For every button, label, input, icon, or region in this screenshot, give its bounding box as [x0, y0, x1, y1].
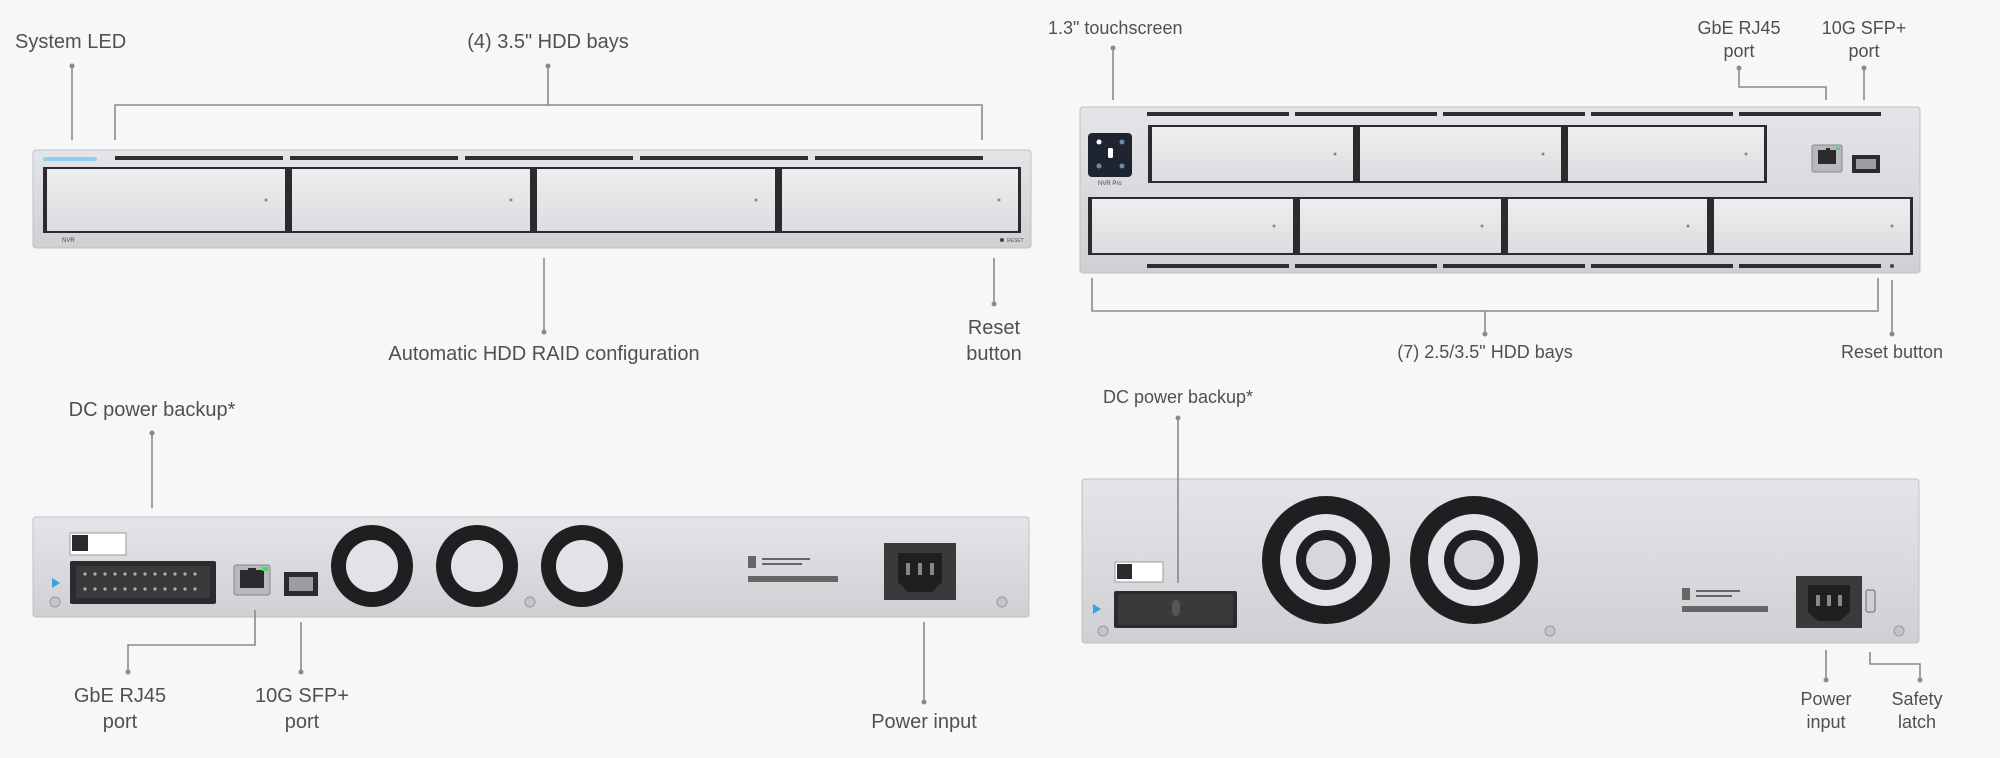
nvr-reset-pinhole: [1000, 238, 1004, 242]
nvr-back-sfp-port: [284, 572, 318, 596]
label-nvr-reset-line1: Reset: [967, 317, 1021, 339]
label-safety-latch-line2: latch: [1897, 712, 1937, 732]
label-nvr-pro-dc-power-backup: DC power backup*: [1102, 387, 1254, 407]
label-nvr-sfp-port: 10G SFP+ port: [255, 683, 349, 735]
nvr-front-bays: [43, 167, 1021, 233]
nvr-pro-logo: NVR Pro: [1098, 181, 1122, 187]
label-nvr-rj45-port: GbE RJ45 port: [74, 683, 166, 735]
label-nvr-pro-sfp-line1: 10G SFP+: [1821, 18, 1907, 38]
nvr-pro-front-unit: NVR Pro: [1079, 45, 1921, 337]
nvr-back-unit: [32, 430, 1030, 705]
label-nvr-rj45-line1: GbE RJ45: [73, 685, 167, 707]
nvr-pro-dc-power-port: [1114, 591, 1237, 628]
nvr-pro-front-leaders: [1091, 45, 1895, 337]
label-nvr-reset-line2: button: [966, 343, 1022, 365]
label-nvr-pro-power-line2: input: [1806, 712, 1846, 732]
system-led-light: [43, 157, 97, 161]
nvr-pro-top-vents: [1147, 112, 1881, 116]
nvr-pro-back-unit: [1081, 415, 1923, 683]
nvr-back-rj45-port: [233, 564, 271, 596]
nvr-pro-back-led-indicator: [1093, 604, 1101, 614]
nvr-pro-bottom-bays: [1088, 197, 1913, 255]
label-raid-configuration: Automatic HDD RAID configuration: [388, 343, 700, 365]
nvr-back-regulatory-marks: [748, 556, 838, 582]
label-nvr-hdd-bays: (4) 3.5" HDD bays: [467, 31, 629, 53]
nvr-back-chassis: [32, 516, 1030, 618]
label-nvr-power-input: Power input: [871, 711, 977, 733]
label-nvr-pro-power-line1: Power: [1800, 689, 1852, 709]
nvr-pro-back-leaders: [1175, 415, 1923, 683]
nvr-back-power-inlet: [884, 543, 956, 600]
label-nvr-pro-rj45-line1: GbE RJ45: [1697, 18, 1781, 38]
nvr-back-screw: [996, 596, 1008, 608]
label-nvr-dc-power-backup: DC power backup*: [68, 399, 236, 421]
label-touchscreen: 1.3" touchscreen: [1048, 18, 1183, 38]
nvr-pro-back-fans: [1262, 496, 1538, 624]
nvr-pro-top-bays: [1148, 125, 1767, 183]
nvr-pro-front-ports: [1811, 144, 1880, 173]
label-nvr-pro-sfp-port: 10G SFP+ port: [1822, 17, 1907, 63]
label-nvr-reset-button: Reset button: [966, 315, 1022, 367]
label-nvr-sfp-line2: port: [284, 711, 320, 733]
label-safety-latch: Safety latch: [1891, 688, 1942, 734]
label-nvr-pro-reset-button: Reset button: [1840, 342, 1944, 362]
nvr-pro-back-regulatory-marks: [1682, 588, 1768, 612]
nvr-front-leaders: [69, 63, 997, 335]
label-nvr-pro-rj45-port: GbE RJ45 port: [1697, 17, 1780, 63]
safety-latch-part: [1865, 589, 1876, 613]
label-nvr-pro-sfp-line2: port: [1848, 41, 1880, 61]
nvr-pro-reset-pinhole: [1890, 264, 1894, 268]
nvr-back-led-indicator: [52, 578, 60, 588]
nvr-front-reset-text: RESET: [1007, 238, 1024, 244]
nvr-front-unit: NVR RESET: [32, 63, 1032, 335]
nvr-back-leaders: [125, 430, 927, 705]
label-nvr-pro-rj45-line2: port: [1723, 41, 1755, 61]
nvr-back-fans: [331, 525, 623, 607]
dc-power-connector: [70, 561, 216, 604]
label-nvr-sfp-line1: 10G SFP+: [255, 685, 349, 707]
touchscreen-display: [1088, 133, 1132, 177]
label-nvr-pro-hdd-bays: (7) 2.5/3.5" HDD bays: [1397, 342, 1573, 362]
nvr-front-logo: NVR: [62, 238, 75, 244]
label-system-led: System LED: [15, 31, 127, 53]
nvr-pro-bottom-vents: [1147, 264, 1881, 268]
label-safety-latch-line1: Safety: [1891, 689, 1943, 709]
label-nvr-rj45-line2: port: [102, 711, 138, 733]
nvr-front-vents: [115, 156, 983, 160]
nvr-pro-back-power-inlet: [1796, 576, 1862, 628]
label-nvr-pro-power-input: Power input: [1800, 688, 1851, 734]
